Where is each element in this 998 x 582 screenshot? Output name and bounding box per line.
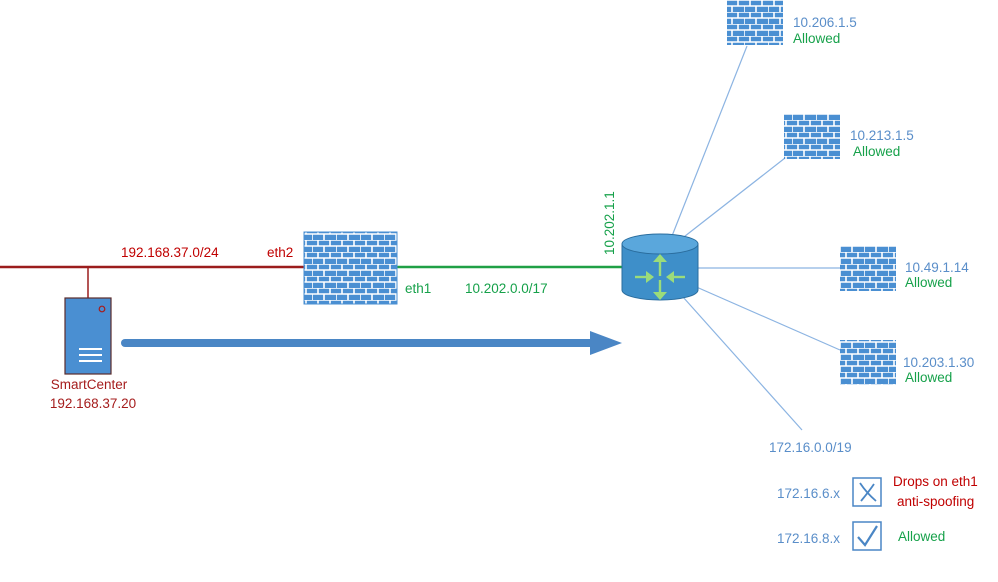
router-ip-label: 10.202.1.1 xyxy=(602,191,617,255)
firewall-icon xyxy=(303,231,398,305)
gateway-status-3: Allowed xyxy=(905,275,952,290)
gateway-ip-4: 10.203.1.30 xyxy=(903,355,974,370)
smartcenter-name: SmartCenter xyxy=(51,377,128,392)
cross-box-icon xyxy=(852,477,882,507)
eth1-label: eth1 xyxy=(405,281,431,296)
legend-text-1a: Drops on eth1 xyxy=(893,474,978,489)
gateway-firewall-icon-2 xyxy=(784,114,840,159)
gateway-firewall-icon-1 xyxy=(727,0,783,45)
wan-subnet-label: 10.202.0.0/17 xyxy=(465,281,548,296)
link-remote-subnet xyxy=(682,296,803,431)
gateway-status-1: Allowed xyxy=(793,31,840,46)
gateway-ip-3: 10.49.1.14 xyxy=(905,260,969,275)
gateway-firewall-icon-3 xyxy=(840,246,896,291)
legend-text-1b: anti-spoofing xyxy=(897,494,974,509)
gateway-status-4: Allowed xyxy=(905,370,952,385)
link-gateway-1 xyxy=(671,45,748,237)
eth2-label: eth2 xyxy=(267,245,293,260)
link-gateway-4 xyxy=(684,281,841,351)
gateway-ip-2: 10.213.1.5 xyxy=(850,128,914,143)
gateway-status-2: Allowed xyxy=(853,144,900,159)
lan-subnet-label: 192.168.37.0/24 xyxy=(121,245,219,260)
link-gateway-2 xyxy=(679,157,786,241)
remote-subnet-label: 172.16.0.0/19 xyxy=(769,440,852,455)
traffic-arrow xyxy=(121,331,622,355)
legend-range-2: 172.16.8.x xyxy=(777,531,840,546)
router-icon xyxy=(621,233,699,301)
legend-range-1: 172.16.6.x xyxy=(777,486,840,501)
legend-text-2: Allowed xyxy=(898,529,945,544)
server-icon xyxy=(64,297,112,375)
gateway-ip-1: 10.206.1.5 xyxy=(793,15,857,30)
check-box-icon xyxy=(852,521,882,551)
smartcenter-ip: 192.168.37.20 xyxy=(50,396,136,411)
gateway-firewall-icon-4 xyxy=(840,340,896,385)
